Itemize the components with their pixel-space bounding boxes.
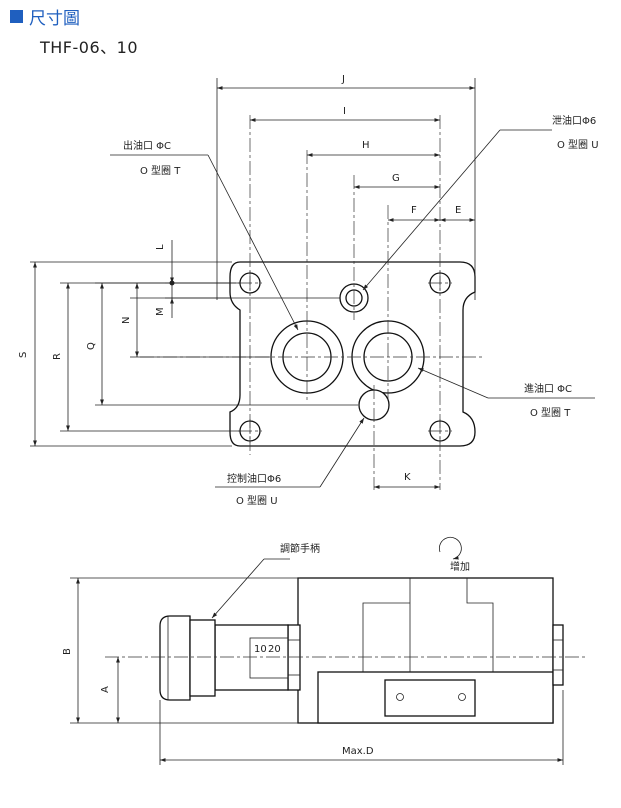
adjust-handle: [159, 615, 191, 701]
top-view: J I H G F E K S R Q N L M 出油口 ΦC O 型圈 T: [18, 74, 599, 507]
drain-oring-label: O 型圈 U: [557, 138, 599, 151]
drain-label: 泄油口Φ6: [552, 114, 596, 127]
section-title: 尺寸圖: [29, 8, 80, 29]
dim-l: L: [155, 244, 166, 250]
dim-maxd: Max.D: [342, 746, 374, 757]
dim-e: E: [455, 205, 461, 216]
dim-n: N: [121, 317, 132, 324]
dim-a: A: [100, 686, 111, 693]
side-view: 10 20 調節手柄 增加 B A Max.D: [62, 536, 585, 765]
dim-s: S: [18, 352, 29, 358]
handle-label: 調節手柄: [280, 542, 320, 555]
square-bullet-icon: [10, 9, 23, 23]
dim-i: I: [343, 106, 346, 117]
pilot-oring-label: O 型圈 U: [236, 494, 278, 507]
dim-g: G: [392, 173, 400, 184]
dim-k: K: [404, 472, 411, 483]
tick-10-label: 10: [254, 644, 267, 655]
adjust-barrel: [214, 624, 289, 691]
dim-r: R: [52, 353, 63, 360]
inlet-label: 進油口 ΦC: [524, 382, 572, 395]
dim-m: M: [155, 307, 166, 316]
dim-f: F: [411, 205, 417, 216]
dim-q: Q: [86, 342, 97, 350]
nameplate: [384, 679, 476, 717]
tick-20-label: 20: [268, 644, 281, 655]
model-number: THF-06、10: [40, 38, 139, 57]
section-header: 尺寸圖: [10, 4, 80, 29]
inlet-oring-label: O 型圈 T: [530, 406, 571, 419]
pilot-label: 控制油口Φ6: [227, 472, 281, 485]
dim-h: H: [362, 140, 370, 151]
outlet-label: 出油口 ΦC: [123, 139, 171, 152]
dim-j: J: [341, 74, 345, 85]
dim-b: B: [62, 648, 73, 655]
increase-label: 增加: [450, 560, 470, 573]
outlet-oring-label: O 型圈 T: [140, 164, 181, 177]
